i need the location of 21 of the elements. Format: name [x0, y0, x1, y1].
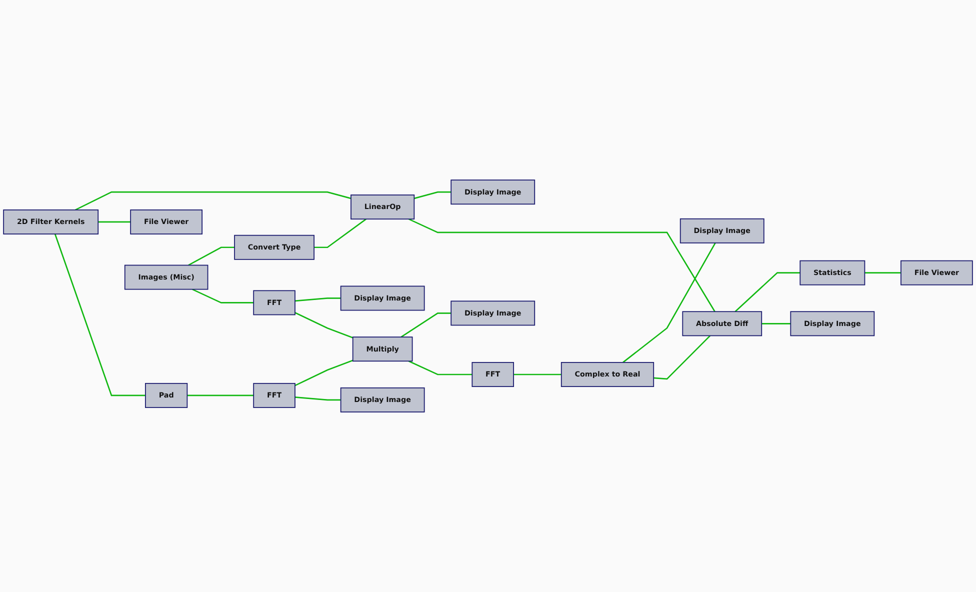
- connector: [294, 298, 341, 302]
- connector: [314, 218, 367, 248]
- connector: [188, 246, 235, 266]
- connector: [414, 191, 452, 200]
- connector: [98, 221, 131, 223]
- connector: [408, 218, 716, 312]
- connector: [192, 288, 254, 304]
- connector: [294, 360, 354, 386]
- connector: [294, 312, 354, 338]
- connector: [187, 394, 254, 396]
- connector: [864, 272, 901, 274]
- connector: [734, 272, 800, 312]
- connector: [74, 191, 352, 211]
- connector: [400, 312, 452, 338]
- connector: [54, 234, 146, 396]
- connector: [514, 374, 562, 376]
- connector: [762, 322, 791, 324]
- connector: [294, 396, 341, 401]
- connector: [654, 335, 711, 380]
- connector: [622, 242, 716, 363]
- connector: [408, 360, 472, 376]
